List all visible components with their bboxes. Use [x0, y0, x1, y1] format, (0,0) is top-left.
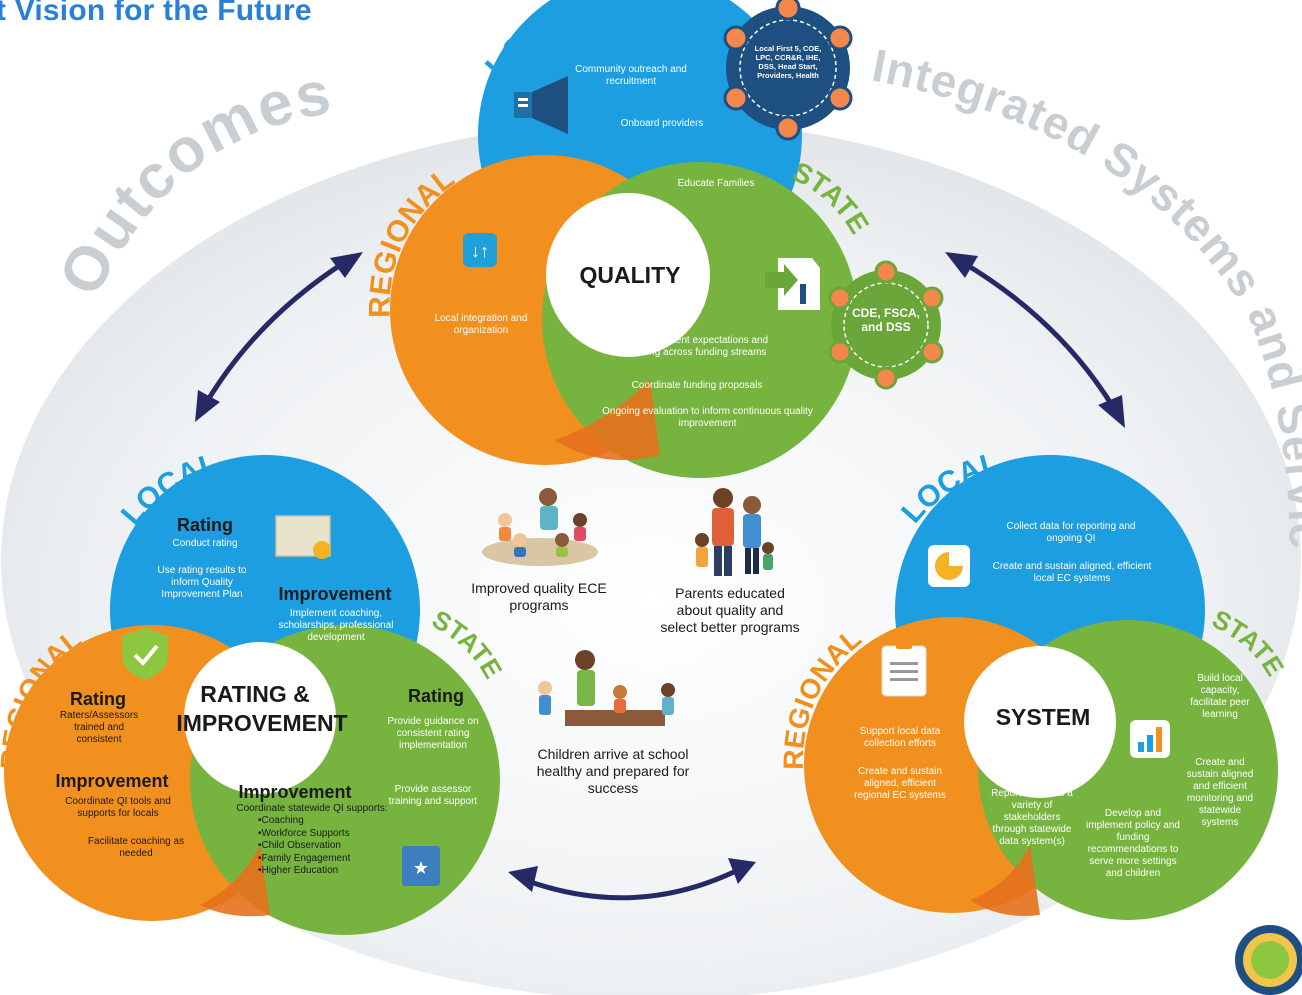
quality-state-item-2: Coordinate funding proposals	[631, 380, 763, 391]
shield-check-icon	[122, 628, 168, 680]
rating-state-improvement-head: Improvement	[238, 782, 352, 802]
system-local-item-1: Collect data for reporting and ongoing Q…	[1006, 521, 1136, 544]
rating-title-line-1: RATING &	[200, 681, 310, 707]
list-item: Child Observation	[258, 840, 398, 853]
classroom-illustration	[482, 488, 598, 566]
state-stakeholder-group	[828, 260, 944, 390]
rating-regional-rating-head: Rating	[70, 689, 126, 709]
arrow-head-bottom-a	[508, 866, 538, 892]
megaphone-icon	[514, 76, 568, 134]
rating-local-rating-text: Conduct rating	[172, 538, 238, 549]
rating-regional-rating-text: Raters/Assessors trained and consistent	[59, 710, 139, 745]
arrow-head-bottom-b	[728, 858, 756, 884]
rating-local-improvement-text: Implement coaching, scholarships, profes…	[278, 608, 394, 643]
certificate-icon	[275, 515, 331, 559]
pie-chart-icon	[928, 545, 970, 587]
garden-illustration	[538, 650, 675, 726]
document-arrow-icon	[765, 258, 820, 310]
quality-regional-item-1: Local integration and organization	[434, 313, 528, 336]
outcome-children-caption: Children arrive at school healthy and pr…	[536, 746, 690, 796]
rating-title-line-2: IMPROVEMENT	[176, 710, 348, 736]
list-item: Workforce Supports	[258, 828, 398, 841]
rating-regional-improvement-text: Coordinate QI tools and supports for loc…	[65, 796, 171, 819]
rating-state-improvement-text: Coordinate statewide QI supports:	[236, 803, 388, 814]
system-develop-text: Develop and implement policy and funding…	[1086, 808, 1180, 879]
system-cluster	[804, 455, 1278, 920]
arrow-quality-rating	[202, 259, 347, 407]
local-stakeholder-group	[723, 0, 853, 141]
system-state-item-1: Build local capacity, facilitate peer le…	[1190, 673, 1250, 720]
local-group-label: Local First 5, COE, LPC, CCR&R, IHE, DSS…	[754, 44, 822, 80]
list-item: Coaching	[258, 815, 398, 828]
outcome-ece-caption: Improved quality ECE programs	[471, 580, 607, 613]
clipboard-icon	[881, 641, 927, 697]
book-star-icon: ★	[402, 846, 440, 886]
system-report-text: Report results to a variety of stakehold…	[991, 788, 1073, 847]
rating-local-rating-head: Rating	[177, 515, 233, 535]
quality-local-item-3: Educate Families	[677, 178, 755, 189]
rating-local-improvement-head: Improvement	[278, 584, 392, 604]
arrow-quality-system	[960, 259, 1118, 412]
arrow-head-upper-right-b	[1098, 395, 1125, 428]
quality-local-item-2: Onboard providers	[620, 118, 704, 129]
quality-cluster	[390, 0, 858, 478]
system-regional-item-2: Create and sustain aligned, efficient re…	[854, 766, 946, 801]
system-local-item-2: Create and sustain aligned, efficient lo…	[992, 561, 1152, 584]
state-group-label: CDE, FSCA, and DSS	[851, 306, 920, 334]
quality-state-item-3: Ongoing evaluation to inform continuous …	[602, 406, 813, 429]
rating-state-rating-text: Provide guidance on consistent rating im…	[387, 716, 479, 751]
arrow-head-upper-right-a	[945, 252, 978, 278]
rating-state-rating-head: Rating	[408, 686, 464, 706]
rating-state-rating-text-2: Provide assessor training and support	[388, 784, 478, 807]
page-title: t Vision for the Future	[0, 0, 312, 27]
family-illustration	[695, 488, 774, 576]
rating-regional-improvement-text-2: Facilitate coaching as needed	[87, 836, 185, 859]
system-title: SYSTEM	[995, 704, 1091, 730]
list-item: Family Engagement	[258, 853, 398, 866]
department-seal-logo	[1235, 925, 1302, 995]
quality-title: QUALITY	[579, 262, 681, 288]
system-regional-item-1: Support local data collection efforts	[859, 726, 941, 749]
arrows-swap-icon: ↓↑	[463, 233, 497, 267]
system-state-item-2: Create and sustain aligned and efficient…	[1186, 757, 1254, 828]
bar-chart-icon	[1130, 720, 1170, 758]
qi-supports-list: Coaching Workforce Supports Child Observ…	[258, 815, 398, 878]
rating-local-rating-use: Use rating results to inform Quality Imp…	[157, 565, 247, 600]
quality-state-item-1: Create consistent expectations and monit…	[611, 335, 769, 358]
svg-text:↓↑: ↓↑	[471, 241, 489, 261]
arrow-head-upper-left-a	[330, 252, 363, 278]
arrow-head-upper-left-b	[195, 390, 220, 422]
outcome-parents-caption: Parents educated about quality and selec…	[660, 585, 800, 635]
arrow-rating-system	[524, 867, 740, 901]
rating-regional-improvement-head: Improvement	[55, 771, 169, 791]
quality-local-item-1: Community outreach and recruitment	[575, 64, 687, 87]
list-item: Higher Education	[258, 865, 398, 878]
svg-text:★: ★	[413, 858, 429, 878]
